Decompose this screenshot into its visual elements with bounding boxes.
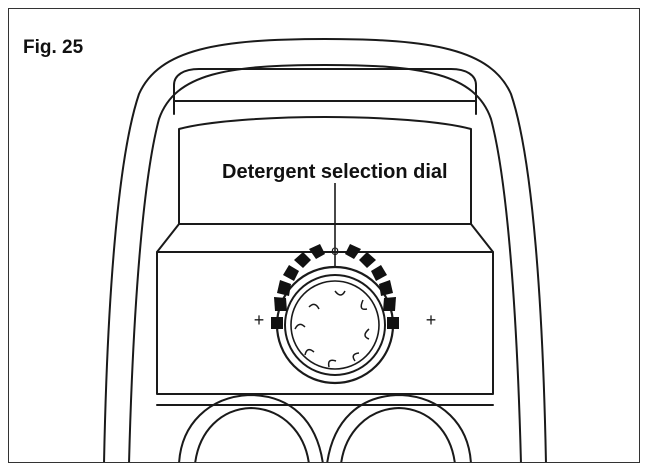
appliance-illustration: o + + bbox=[103, 38, 547, 462]
housing-inner bbox=[128, 64, 522, 462]
housing-outer bbox=[103, 38, 547, 462]
dosage-scale-left bbox=[271, 244, 325, 329]
control-panel bbox=[156, 251, 494, 395]
dial-right-plus: + bbox=[426, 310, 437, 330]
figure-frame: o + + Fig. 25 Detergent selection dial bbox=[8, 8, 640, 463]
lid bbox=[173, 68, 477, 115]
left-compartment bbox=[178, 394, 324, 462]
upper-panel bbox=[178, 116, 472, 225]
right-compartment bbox=[326, 394, 472, 462]
dial-left-plus: + bbox=[254, 310, 265, 330]
callout-label: Detergent selection dial bbox=[222, 161, 448, 183]
dial-top-marker: o bbox=[331, 242, 339, 258]
detergent-selection-dial[interactable] bbox=[275, 265, 395, 385]
dosage-scale-right bbox=[345, 244, 399, 329]
figure-label: Fig. 25 bbox=[23, 37, 84, 58]
